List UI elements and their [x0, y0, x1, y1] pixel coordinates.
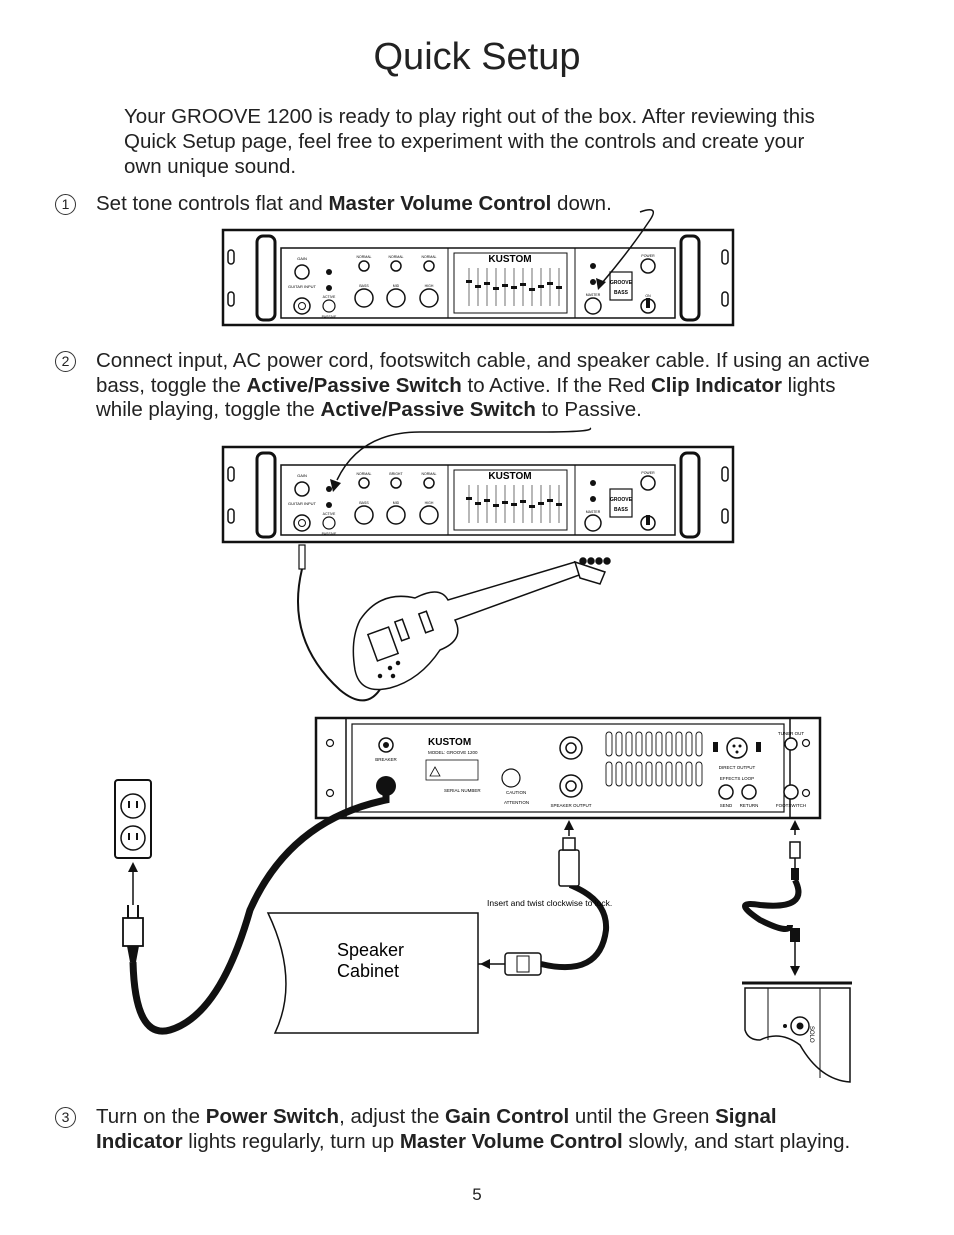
- svg-text:HIGH: HIGH: [425, 284, 434, 288]
- amp-front-panel-1: KUSTOM GAIN GUITAR INPUT ACTIVE PASSIVE …: [221, 228, 735, 327]
- svg-text:GAIN: GAIN: [297, 256, 307, 261]
- master-arrow: [601, 209, 655, 284]
- svg-text:POWER: POWER: [641, 471, 655, 475]
- step-1-text: Set tone controls flat and Master Volume…: [96, 192, 612, 215]
- svg-text:NORMAL: NORMAL: [422, 472, 437, 476]
- svg-text:PASSIVE: PASSIVE: [322, 532, 337, 536]
- svg-text:GROOVE: GROOVE: [610, 280, 633, 286]
- bass-guitar-drawing: [352, 557, 611, 691]
- svg-text:RETURN: RETURN: [740, 803, 759, 808]
- step-3-number: 3: [55, 1107, 76, 1128]
- svg-text:BRIGHT: BRIGHT: [389, 472, 403, 476]
- brand-label-2: KUSTOM: [488, 471, 531, 482]
- step-2-text: Connect input, AC power cord, footswitch…: [96, 349, 870, 421]
- svg-text:GUITAR INPUT: GUITAR INPUT: [288, 501, 316, 506]
- svg-text:ON: ON: [645, 294, 651, 298]
- svg-text:FOOTSWITCH: FOOTSWITCH: [776, 803, 806, 808]
- twist-lock-note: Insert and twist clockwise to lock.: [487, 898, 612, 908]
- speaker-cabinet: [266, 912, 479, 1034]
- svg-text:NORMAL: NORMAL: [357, 472, 372, 476]
- footswitch-cable: [742, 878, 802, 932]
- step-2-number: 2: [55, 351, 76, 372]
- speaker-cabinet-label-2: Cabinet: [337, 961, 399, 981]
- svg-text:ACTIVE: ACTIVE: [323, 512, 336, 516]
- svg-text:ACTIVE: ACTIVE: [323, 295, 336, 299]
- svg-text:SOLO: SOLO: [808, 1026, 814, 1043]
- svg-text:PASSIVE: PASSIVE: [322, 315, 337, 319]
- svg-text:TUNER OUT: TUNER OUT: [778, 731, 804, 736]
- svg-text:SPEAKER OUTPUT: SPEAKER OUTPUT: [550, 803, 591, 808]
- wall-outlet: [114, 779, 152, 859]
- svg-text:HIGH: HIGH: [425, 501, 434, 505]
- svg-text:MODEL: GROOVE 1200: MODEL: GROOVE 1200: [428, 750, 478, 755]
- svg-text:MID: MID: [393, 501, 400, 505]
- speaker-cable: [540, 882, 610, 971]
- power-cord: [129, 782, 390, 1035]
- svg-text:BASS: BASS: [359, 501, 369, 505]
- brand-label-1: KUSTOM: [488, 254, 531, 265]
- speaker-cabinet-label-1: Speaker: [337, 940, 404, 960]
- svg-text:EFFECTS LOOP: EFFECTS LOOP: [720, 776, 754, 781]
- svg-text:BASS: BASS: [359, 284, 369, 288]
- svg-text:MASTER: MASTER: [586, 510, 601, 514]
- svg-text:POWER: POWER: [641, 254, 655, 258]
- svg-text:GAIN: GAIN: [297, 473, 307, 478]
- svg-text:BASS: BASS: [614, 290, 629, 296]
- amp-rear-panel: BREAKER KUSTOM MODEL: GROOVE 1200 SERIAL…: [314, 716, 822, 820]
- svg-text:GROOVE: GROOVE: [610, 497, 633, 503]
- step-1-number: 1: [55, 194, 76, 215]
- amp-front-panel-2: KUSTOM GAIN GUITAR INPUT ACTIVE PASSIVE …: [221, 445, 735, 544]
- svg-text:SEND: SEND: [720, 803, 733, 808]
- svg-text:ATTENTION: ATTENTION: [504, 800, 529, 805]
- svg-text:NORMAL: NORMAL: [389, 255, 404, 259]
- svg-text:BREAKER: BREAKER: [375, 757, 397, 762]
- footswitch-pedal: SOLO: [742, 981, 852, 1083]
- power-plug: [122, 905, 144, 962]
- svg-text:NORMAL: NORMAL: [357, 255, 372, 259]
- svg-text:MASTER: MASTER: [586, 293, 601, 297]
- svg-text:CAUTION: CAUTION: [506, 790, 526, 795]
- page-number: 5: [472, 1185, 482, 1204]
- svg-text:NORMAL: NORMAL: [422, 255, 437, 259]
- svg-text:MID: MID: [393, 284, 400, 288]
- svg-text:BASS: BASS: [614, 507, 629, 513]
- guitar-cable: [297, 568, 386, 702]
- svg-text:DIRECT OUTPUT: DIRECT OUTPUT: [719, 765, 756, 770]
- svg-text:GUITAR INPUT: GUITAR INPUT: [288, 284, 316, 289]
- intro-paragraph: Your GROOVE 1200 is ready to play right …: [124, 105, 815, 178]
- page-title: Quick Setup: [373, 36, 581, 78]
- svg-text:SERIAL NUMBER: SERIAL NUMBER: [444, 788, 481, 793]
- step-3-text: Turn on the Power Switch, adjust the Gai…: [96, 1105, 851, 1153]
- svg-text:KUSTOM: KUSTOM: [428, 737, 471, 748]
- guitar-plug: [298, 544, 306, 570]
